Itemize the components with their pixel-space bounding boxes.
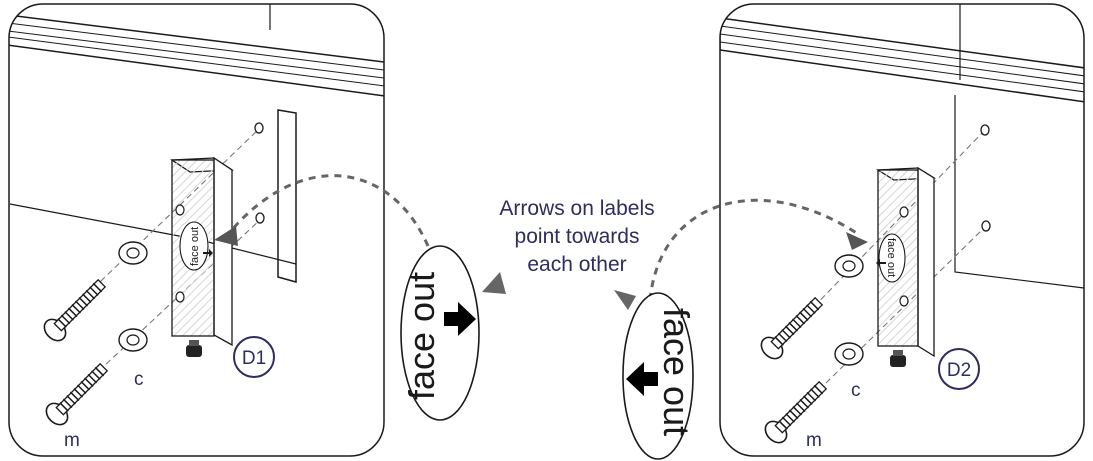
frame-rail (9, 13, 384, 99)
washer-icon (118, 328, 148, 352)
screw-icon (45, 362, 109, 426)
adjuster-foot (186, 340, 202, 357)
svg-text:point towards: point towards (515, 225, 640, 248)
frame-rail (720, 17, 1084, 105)
washer-icon (834, 254, 864, 278)
bracket-label: face out (885, 238, 897, 277)
bracket-label: face out (189, 227, 201, 266)
dashed-arrow-left (214, 174, 430, 247)
part-label-c: c (134, 369, 144, 390)
left-panel-border (8, 3, 385, 457)
washer-icon (834, 342, 864, 366)
frame-leg (277, 109, 297, 283)
part-label-m: m (806, 430, 822, 451)
adjuster-foot (890, 350, 906, 367)
step-badge-d1: D1 (233, 336, 275, 378)
dashed-arrow-right (648, 198, 868, 301)
left-panel: face out (8, 3, 385, 457)
pointer-triangle-icon (482, 272, 506, 294)
svg-text:face out: face out (656, 308, 697, 436)
svg-text:Arrows on labels: Arrows on labels (499, 197, 654, 220)
svg-text:D1: D1 (242, 348, 266, 369)
screw-icon (760, 296, 824, 360)
arrow-right-icon (444, 302, 476, 336)
label-callout-right: face out (622, 292, 697, 460)
svg-text:D2: D2 (947, 360, 971, 381)
bracket-d1: face out (169, 156, 235, 347)
bracket-d2: face out (875, 166, 937, 358)
part-label-c: c (851, 380, 861, 401)
label-callout-left: face out (400, 245, 480, 421)
svg-text:face out: face out (401, 272, 442, 400)
arrow-left-icon (626, 362, 658, 396)
right-panel: face out (719, 3, 1085, 457)
step-badge-d2: D2 (938, 348, 980, 390)
instruction-caption: Arrows on labels point towards each othe… (499, 197, 654, 276)
right-panel-border (719, 3, 1085, 457)
screw-icon (764, 380, 828, 444)
part-label-m: m (64, 430, 80, 451)
washer-icon (118, 241, 148, 265)
screw-icon (43, 278, 107, 342)
pointer-triangle-icon (614, 290, 636, 310)
svg-text:each other: each other (527, 253, 626, 276)
